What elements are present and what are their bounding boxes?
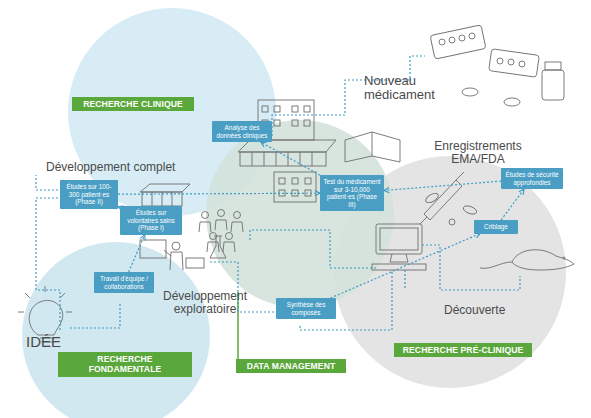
node-text: Études sur 100-300 patient·es (Phase II) — [63, 183, 115, 206]
flow-arrow — [501, 189, 524, 220]
pill — [439, 39, 445, 45]
area-label: Enregistrements EMA/FDA — [426, 140, 530, 166]
flow-line — [422, 245, 520, 290]
capsule — [462, 204, 478, 215]
flow-arrow — [261, 142, 320, 175]
section-tag: DATA MANAGEMENT — [236, 359, 346, 373]
building — [274, 172, 316, 202]
flow-arrow — [129, 235, 145, 272]
capsule — [462, 88, 478, 96]
book — [345, 132, 400, 162]
flow-arrow — [384, 181, 501, 190]
lightbulb — [29, 300, 63, 335]
area-label: Développement exploratoire — [150, 290, 260, 316]
flow-lines — [36, 56, 520, 330]
blister-pack — [489, 49, 540, 77]
process-box: Études sur volontaires sains (Phase I) — [120, 206, 182, 235]
bottle-cap — [545, 62, 561, 70]
node-text: Études sur volontaires sains (Phase I) — [123, 209, 179, 232]
node-text: RECHERCHE FONDAMENTALE — [62, 354, 188, 375]
area-circle — [206, 120, 394, 308]
flow-line — [36, 175, 62, 190]
person — [218, 210, 225, 217]
pill — [497, 58, 503, 64]
person — [226, 233, 233, 240]
pill — [449, 37, 455, 43]
node-text: Criblage — [484, 223, 508, 231]
pill — [469, 33, 475, 39]
person — [234, 212, 241, 219]
node-text: RECHERCHE CLINIQUE — [83, 99, 183, 109]
area-label: Nouveau médicament — [364, 74, 448, 103]
blister-pack — [430, 25, 486, 59]
node-text: Travail d'équipe / collaborations — [97, 275, 151, 290]
process-box: Analyse des données cliniques — [212, 121, 272, 142]
rat — [512, 250, 574, 270]
area-label: Développement complet — [46, 161, 186, 174]
area-circle — [22, 242, 210, 418]
process-box: Criblage — [474, 220, 518, 234]
process-box: Synthèse des composés — [276, 298, 336, 319]
process-box: Études de sécurité approfondies — [501, 168, 563, 189]
sketches — [18, 25, 574, 346]
process-box: Travail d'équipe / collaborations — [94, 272, 154, 293]
pill — [459, 35, 465, 41]
pill — [449, 219, 455, 225]
person — [202, 212, 209, 219]
area-label: Découverte — [444, 304, 524, 317]
flask — [210, 236, 226, 258]
flow-line — [250, 230, 378, 268]
person — [172, 242, 180, 250]
flow-line — [36, 198, 62, 330]
area-label: IDÉE — [26, 334, 76, 351]
process-box: Études sur 100-300 patient·es (Phase II) — [60, 180, 118, 209]
pill — [508, 59, 514, 65]
flow-line — [404, 270, 405, 290]
board — [140, 240, 166, 258]
capsule — [424, 191, 440, 204]
flow-line — [70, 304, 120, 328]
flow-arrow — [118, 193, 320, 194]
computer — [376, 224, 422, 254]
node-text: Test du médicament sur 3-10,000 patient·… — [323, 178, 381, 208]
section-tag: RECHERCHE FONDAMENTALE — [58, 352, 192, 377]
syringe — [420, 172, 464, 224]
node-text: Études de sécurité approfondies — [504, 171, 560, 186]
node-text: Synthèse des composés — [279, 301, 333, 316]
node-text: DATA MANAGEMENT — [247, 361, 336, 371]
section-tag: RECHERCHE CLINIQUE — [72, 97, 194, 111]
node-text: RECHERCHE PRÉ-CLINIQUE — [403, 345, 524, 355]
bottle — [542, 70, 564, 100]
flow-arrow — [331, 234, 481, 299]
roof — [140, 184, 190, 192]
process-box: Test du médicament sur 3-10,000 patient·… — [320, 175, 384, 211]
node-text: Analyse des données cliniques — [215, 124, 269, 139]
desk — [186, 258, 204, 268]
building — [240, 152, 326, 166]
capsule — [504, 98, 520, 106]
section-tag: RECHERCHE PRÉ-CLINIQUE — [394, 343, 532, 357]
pill — [519, 61, 525, 67]
